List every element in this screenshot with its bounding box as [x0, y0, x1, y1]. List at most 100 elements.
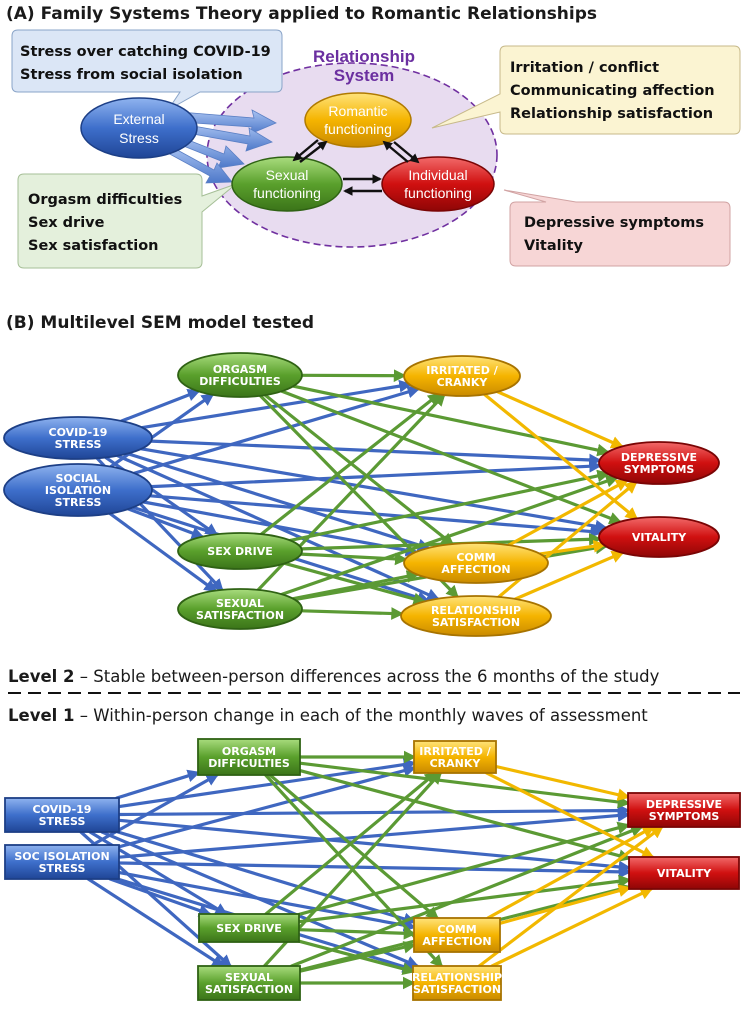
l2-path-orgasm-to-vitality	[280, 389, 623, 525]
callout-romantic-line2: Communicating affection	[510, 83, 715, 99]
l2-node-irritated-label-1: IRRITATED /	[426, 364, 498, 377]
l2-path-sexsat-to-depressive	[280, 475, 619, 596]
callout-stress-line1: Stress over catching COVID-19	[20, 44, 271, 60]
l1-node-comm-label-2: AFFECTION	[422, 935, 491, 948]
panel-b: (B) Multilevel SEM model tested COVID-19…	[3, 313, 741, 1001]
panel-b-title: (B) Multilevel SEM model tested	[6, 313, 314, 333]
svg-text:functioning: functioning	[253, 185, 321, 201]
callout-romantic: Irritation / conflict Communicating affe…	[431, 45, 741, 135]
l1-node-depressive-label-2: SYMPTOMS	[649, 810, 720, 823]
l2-node-irritated-label-2: CRANKY	[437, 376, 489, 389]
l1-node-social-label-1: SOC ISOLATION	[14, 850, 109, 863]
l2-node-comm-label-2: AFFECTION	[441, 563, 510, 576]
l2-node-orgasm-label-2: DIFFICULTIES	[199, 375, 281, 388]
svg-text:External: External	[113, 111, 164, 127]
l2-path-relsat-to-vitality	[513, 550, 625, 601]
l1-node-sexdrive-label-1: SEX DRIVE	[216, 922, 281, 935]
l1-node-irritated-label-2: CRANKY	[430, 757, 482, 770]
l2-node-social-label-2: ISOLATION	[45, 484, 111, 497]
callout-stress-line2: Stress from social isolation	[20, 67, 243, 83]
l2-path-comm-to-depressive	[507, 479, 629, 547]
l2-node-sexsat-label-2: SATISFACTION	[196, 609, 284, 622]
l2-node-relsat-label-1: RELATIONSHIP	[431, 604, 521, 617]
l1-node-sexsat-label-1: SEXUAL	[225, 971, 273, 984]
l2-node-irritated: IRRITATED /CRANKY	[403, 355, 521, 397]
l2-path-social-to-sexsat	[108, 511, 218, 593]
l1-node-orgasm-label-1: ORGASM	[222, 745, 276, 758]
l2-path-social-to-comm	[142, 500, 419, 557]
node-romantic-functioning: Romantic functioning	[304, 92, 412, 148]
l2-node-covid-label-1: COVID-19	[49, 426, 108, 439]
callout-sexual: Orgasm difficulties Sex drive Sex satisf…	[17, 173, 237, 269]
l2-path-covid-to-vitality	[139, 447, 609, 533]
l1-path-social-to-comm	[117, 870, 417, 932]
l1-path-social-to-depressive	[117, 809, 631, 859]
l1-node-vitality: VITALITY	[628, 856, 740, 890]
l1-node-relsat-label-2: SATISFACTION	[413, 983, 501, 996]
l2-node-social-label-1: SOCIAL	[56, 472, 101, 485]
l1-path-covid-to-orgasm	[115, 769, 201, 800]
panel-a: (A) Family Systems Theory applied to Rom…	[6, 4, 741, 269]
l1-node-orgasm-label-2: DIFFICULTIES	[208, 757, 290, 770]
l1-path-social-to-sexsat	[86, 877, 225, 968]
l2-node-depressive-label-1: DEPRESSIVE	[621, 451, 697, 464]
l2-path-sexsat-to-relsat	[300, 607, 405, 620]
l2-node-social-label-3: STRESS	[55, 496, 102, 509]
svg-text:Romantic: Romantic	[328, 103, 387, 119]
svg-text:Individual: Individual	[408, 167, 467, 183]
l1-path-social-to-sexdrive	[108, 877, 212, 917]
l2-node-orgasm-label-1: ORGASM	[213, 363, 267, 376]
l1-path-relsat-to-depressive	[477, 825, 664, 968]
l1-node-irritated-label-1: IRRITATED /	[419, 745, 491, 758]
l1-path-comm-to-vitality	[498, 884, 632, 925]
svg-text:functioning: functioning	[404, 185, 472, 201]
l2-node-vitality-label-1: VITALITY	[632, 531, 687, 544]
l1-path-orgasm-to-vitality	[298, 768, 632, 862]
l1-path-sexdrive-to-irritated	[264, 771, 438, 916]
l2-node-comm-label-1: COMM	[456, 551, 495, 564]
l1-path-social-to-orgasm	[90, 773, 220, 847]
node-external-stress: External Stress	[80, 97, 198, 159]
callout-romantic-line1: Irritation / conflict	[510, 60, 659, 76]
system-title-line2: System	[334, 66, 394, 85]
level2-paths	[95, 369, 639, 620]
level2-caption: Level 2 – Stable between-person differen…	[8, 667, 660, 686]
level1-paths	[79, 750, 664, 990]
l1-node-sexdrive: SEX DRIVE	[198, 913, 300, 943]
l2-path-covid-to-depressive	[149, 439, 602, 467]
system-title-line1: Relationship	[313, 47, 415, 66]
l1-path-sexdrive-to-comm	[297, 926, 417, 940]
callout-sexual-line3: Sex satisfaction	[28, 238, 159, 254]
l2-path-sexsat-to-comm	[291, 570, 420, 601]
l2-path-covid-to-irritated	[140, 379, 413, 430]
l1-path-social-to-irritated	[117, 764, 417, 849]
l1-path-sexdrive-to-vitality	[297, 874, 632, 924]
l2-path-social-to-irritated	[132, 385, 421, 475]
l2-path-sexdrive-to-irritated	[259, 392, 441, 536]
l2-path-sexdrive-to-depressive	[288, 469, 611, 543]
l2-node-depressive-label-2: SYMPTOMS	[624, 463, 695, 476]
l1-path-orgasm-to-depressive	[298, 761, 631, 809]
callout-stress: Stress over catching COVID-19 Stress fro…	[11, 29, 283, 111]
callout-romantic-line3: Relationship satisfaction	[510, 106, 713, 122]
l2-path-social-to-depressive	[149, 459, 603, 489]
l1-path-covid-to-depressive	[117, 804, 631, 817]
l1-node-comm-label-1: COMM	[437, 923, 476, 936]
l2-path-covid-to-orgasm	[119, 389, 201, 423]
l2-node-sexdrive: SEX DRIVE	[177, 532, 303, 570]
level2-nodes: COVID-19STRESSSOCIALISOLATIONSTRESSORGAS…	[3, 352, 720, 637]
level1-caption: Level 1 – Within-person change in each o…	[8, 706, 648, 725]
l1-path-sexsat-to-depressive	[290, 824, 644, 968]
callout-individual-line2: Vitality	[524, 238, 584, 254]
l2-path-social-to-sexdrive	[126, 507, 205, 540]
l1-node-social-label-2: STRESS	[39, 862, 86, 875]
callout-sexual-line1: Orgasm difficulties	[28, 192, 182, 208]
